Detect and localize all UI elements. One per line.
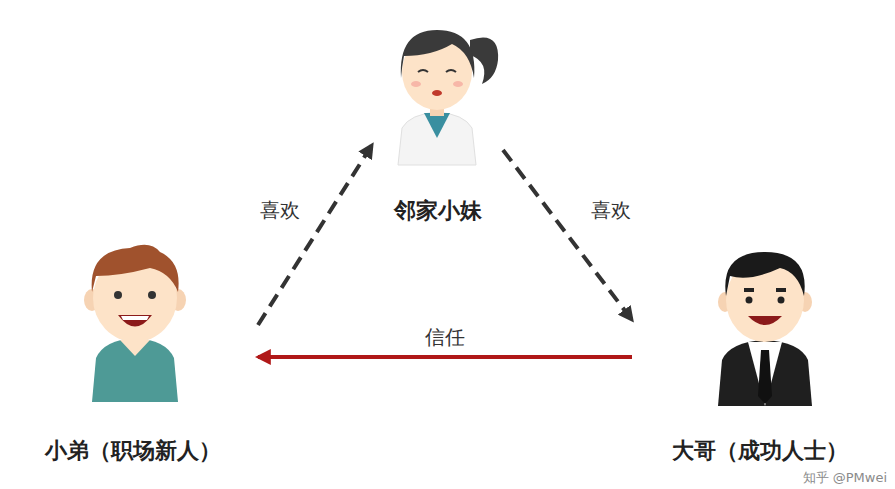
character-node: 邻家小妹 xyxy=(380,15,495,230)
character-node: 大哥（成功人士） xyxy=(640,235,880,470)
edge-label: 喜欢 xyxy=(257,197,303,224)
junior-figure xyxy=(84,245,186,402)
character-node: 小弟（职场新人） xyxy=(15,235,250,470)
dashed-arrow xyxy=(503,150,632,320)
character-label: 邻家小妹 xyxy=(394,196,482,230)
girl-figure xyxy=(398,30,498,165)
character-label: 小弟（职场新人） xyxy=(45,436,221,470)
character-label: 大哥（成功人士） xyxy=(672,436,848,470)
edge-label: 信任 xyxy=(422,324,468,351)
senior-figure xyxy=(718,252,812,406)
watermark: 知乎 @PMwei xyxy=(803,469,887,487)
dashed-arrow xyxy=(258,145,372,325)
edge-label: 喜欢 xyxy=(588,197,634,224)
solid-arrow xyxy=(258,355,632,359)
